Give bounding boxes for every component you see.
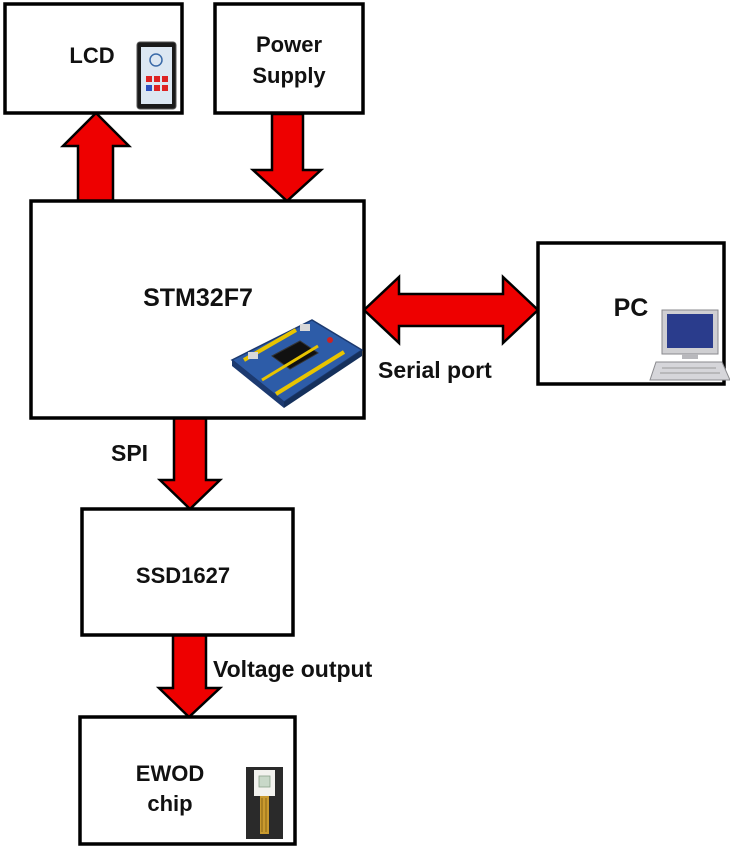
driver-to-chip-arrow bbox=[155, 633, 224, 719]
ssd1627-block bbox=[80, 507, 295, 637]
power-supply-label-line2: Supply bbox=[252, 63, 326, 88]
spi-label: SPI bbox=[111, 440, 148, 466]
serial-port-label: Serial port bbox=[378, 357, 492, 383]
power-supply-label-line1: Power bbox=[256, 32, 322, 57]
lcd-label: LCD bbox=[69, 43, 114, 68]
lcd-device-icon bbox=[136, 41, 177, 110]
voltage-output-label: Voltage output bbox=[213, 656, 373, 682]
ewod-chip-photo-icon bbox=[246, 767, 283, 839]
ewod-chip-label-line1: EWOD bbox=[136, 761, 204, 786]
mcu-to-driver-arrow bbox=[156, 416, 224, 511]
stm32f7-label: STM32F7 bbox=[143, 284, 253, 312]
mcu-to-lcd-arrow bbox=[59, 111, 133, 205]
pc-label: PC bbox=[614, 294, 649, 322]
computer-icon bbox=[649, 309, 730, 381]
ewod-chip-label-line2: chip bbox=[147, 791, 192, 816]
dev-board-icon bbox=[230, 319, 364, 408]
mcu-pc-bidirectional-arrow bbox=[362, 274, 540, 346]
power-to-mcu-arrow bbox=[249, 112, 325, 203]
power-supply-block bbox=[213, 2, 365, 115]
ssd1627-label: SSD1627 bbox=[136, 563, 230, 588]
